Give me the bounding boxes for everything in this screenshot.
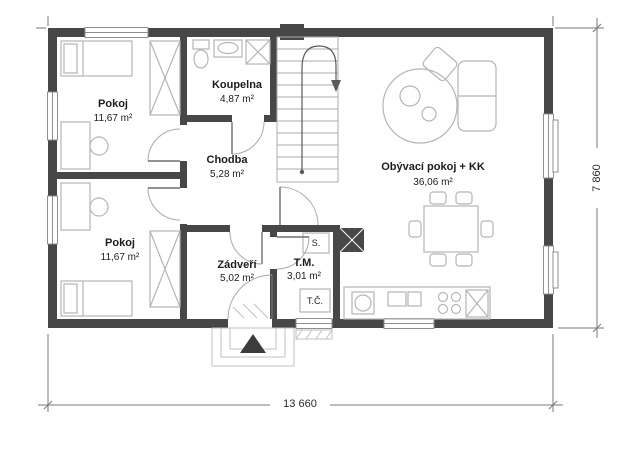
wardrobe — [149, 40, 181, 116]
room-name: Koupelna — [212, 79, 263, 91]
stair-direction-line — [301, 45, 337, 172]
bed — [60, 40, 133, 77]
chair — [455, 191, 473, 205]
sink-drainer — [407, 291, 422, 307]
corner-marks — [36, 16, 565, 29]
room-label-tm: T.M. 3,01 m² — [287, 257, 322, 282]
coffee-table — [399, 85, 421, 107]
room-area: 3,01 m² — [287, 271, 322, 282]
toilet-bowl — [193, 49, 209, 69]
doors — [147, 121, 319, 320]
burner — [437, 303, 449, 315]
burner — [450, 291, 462, 303]
vent-grate — [295, 329, 333, 340]
armchair — [422, 46, 458, 82]
chair — [89, 197, 109, 217]
room-name: T.M. — [294, 257, 315, 269]
entrance-steps — [211, 327, 295, 367]
room-label-pokoj-bottom: Pokoj 11,67 m² — [101, 237, 140, 263]
doormat — [232, 303, 269, 319]
window-sill — [552, 251, 559, 289]
shower — [245, 39, 271, 65]
room-label-pokoj-top: Pokoj 11,67 m² — [94, 98, 133, 124]
room-area: 11,67 m² — [94, 113, 133, 124]
fridge — [465, 289, 489, 318]
room-name: Pokoj — [105, 237, 135, 249]
room-label-chodba: Chodba 5,28 m² — [207, 154, 249, 180]
stair-arrow-head — [331, 80, 341, 92]
chimney — [280, 24, 304, 40]
fireplace — [339, 227, 365, 253]
sink-basin — [387, 291, 407, 307]
burner — [437, 291, 449, 303]
stair-start-dot — [299, 169, 305, 175]
door-openings — [180, 115, 277, 328]
dining-table — [423, 205, 479, 253]
side-table — [421, 106, 437, 122]
room-area: 11,67 m² — [101, 252, 140, 263]
room-labels: Pokoj 11,67 m² Koupelna 4,87 m² Chodba 5… — [94, 79, 485, 284]
toilet-tank — [192, 39, 210, 50]
bedroom-bottom-furniture — [60, 182, 181, 317]
room-name: Zádveří — [217, 259, 257, 271]
chair — [455, 253, 473, 267]
room-name: Obývací pokoj + KK — [381, 161, 485, 173]
desk — [60, 182, 91, 231]
dimension-right: 7 860 — [558, 18, 604, 338]
window-sill — [552, 119, 559, 173]
room-area: 5,28 m² — [210, 169, 245, 180]
appliance-s-label: S. — [312, 238, 321, 248]
kitchen — [343, 286, 491, 320]
rug — [382, 68, 458, 144]
burner — [450, 303, 462, 315]
room-area: 4,87 m² — [220, 94, 255, 105]
wardrobe — [149, 230, 181, 308]
desk — [60, 121, 91, 170]
entrance-arrow — [240, 334, 266, 353]
sink — [213, 39, 243, 58]
dishwasher — [351, 291, 375, 315]
dimension-width-label: 13 660 — [283, 398, 317, 410]
dimension-height-label: 7 860 — [591, 164, 603, 192]
windows — [47, 27, 559, 329]
bathroom-fixtures — [192, 39, 271, 69]
pillow — [63, 43, 78, 74]
stairs — [276, 36, 341, 183]
bedroom-top-furniture — [60, 40, 181, 170]
room-label-obyvaci: Obývací pokoj + KK 36,06 m² — [381, 161, 485, 188]
living-room-furniture — [382, 46, 497, 267]
chair — [89, 136, 109, 156]
appliance-s — [302, 232, 330, 254]
room-label-koupelna: Koupelna 4,87 m² — [212, 79, 263, 105]
chair — [429, 253, 447, 267]
chair — [408, 220, 422, 238]
pillow — [63, 283, 78, 314]
room-name: Pokoj — [98, 98, 128, 110]
technical-room-equipment: S. T.Č. — [299, 232, 331, 313]
chair — [480, 220, 494, 238]
chair — [429, 191, 447, 205]
kitchen-counter — [343, 286, 491, 320]
dimension-bottom: 13 660 — [38, 334, 563, 412]
heat-pump-label: T.Č. — [307, 296, 323, 306]
room-area: 5,02 m² — [220, 273, 255, 284]
room-label-zadveri: Zádveří 5,02 m² — [217, 259, 257, 284]
room-area: 36,06 m² — [413, 177, 453, 188]
room-name: Chodba — [207, 154, 249, 166]
heat-pump — [299, 288, 331, 313]
bed — [60, 280, 133, 317]
